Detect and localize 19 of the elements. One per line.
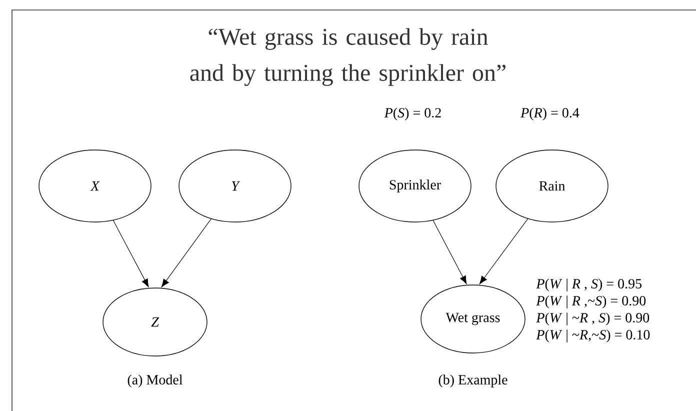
arrow bbox=[479, 218, 528, 284]
subfigure-caption: (b) Example bbox=[438, 374, 508, 388]
title: “Wet grass is caused by rain and by turning the sprinkler on” bbox=[190, 28, 506, 86]
ellipse-node: X bbox=[38, 150, 152, 222]
arrow bbox=[112, 220, 149, 288]
ellipse-node: Wet grass bbox=[420, 284, 526, 354]
ellipse-node: Sprinkler bbox=[358, 150, 472, 222]
probability-label: P(W | ~R , S) = 0.90 bbox=[536, 312, 650, 326]
arrow bbox=[432, 220, 467, 284]
arrow bbox=[161, 218, 212, 288]
probability-label: P(W | R ,~S) = 0.90 bbox=[536, 296, 646, 308]
probability-label: P(W | R , S) = 0.95 bbox=[536, 278, 642, 292]
probability-label: P(R) = 0.4 bbox=[520, 108, 580, 120]
subfigure-caption: (a) Model bbox=[128, 374, 183, 388]
probability-label: P(S) = 0.2 bbox=[384, 108, 441, 120]
probability-label: P(W | ~R,~S) = 0.10 bbox=[536, 330, 650, 342]
ellipse-node: Z bbox=[102, 288, 208, 356]
ellipse-node: Rain bbox=[496, 150, 608, 222]
ellipse-node: Y bbox=[178, 150, 292, 222]
